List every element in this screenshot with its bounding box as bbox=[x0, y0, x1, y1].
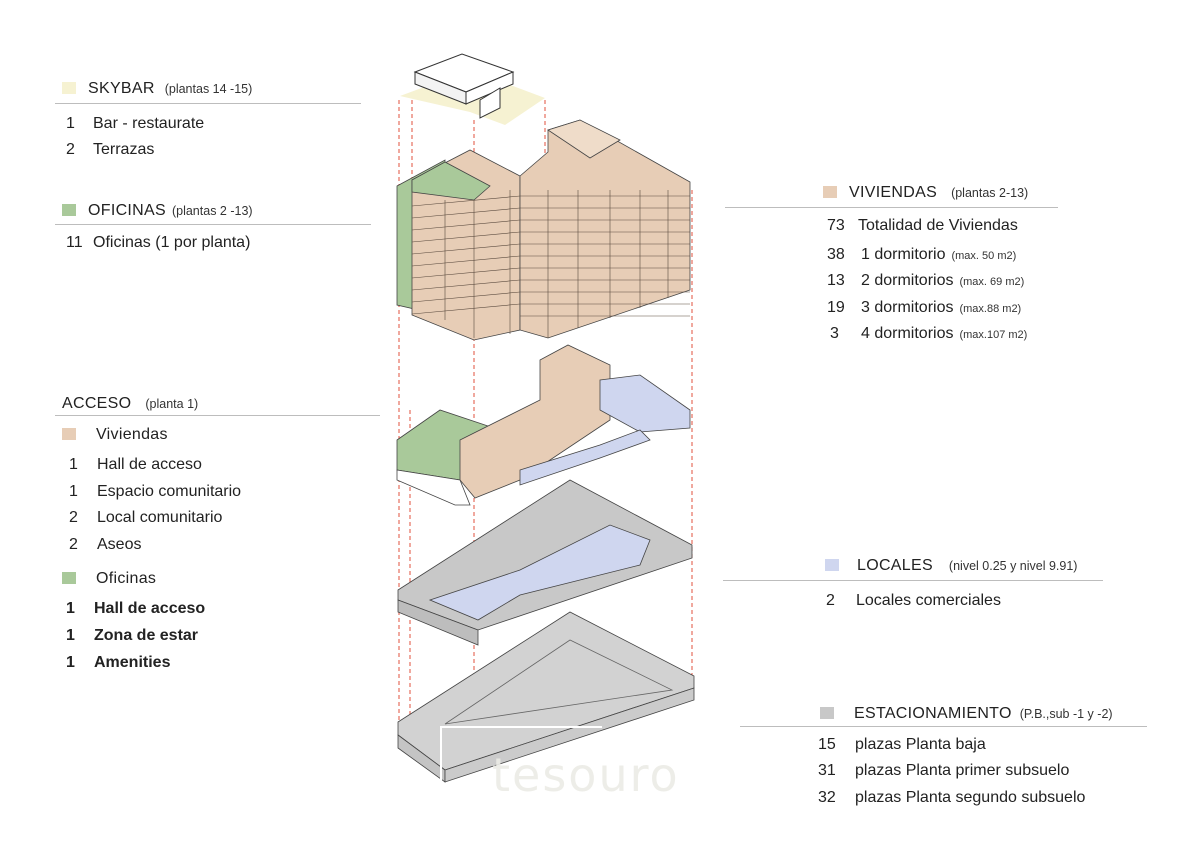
locales-subtitle: (nivel 0.25 y nivel 9.91) bbox=[948, 559, 1078, 573]
viviendas-title: VIVIENDAS bbox=[849, 184, 938, 201]
acceso-divider bbox=[55, 415, 380, 416]
subsuelo-block bbox=[397, 611, 695, 783]
exploded-axonometric-diagram bbox=[396, 53, 695, 783]
viviendas-item: 73 Totalidad de Viviendas bbox=[827, 217, 1018, 234]
locales-item: 2 Locales comerciales bbox=[826, 592, 1001, 609]
locales-swatch bbox=[825, 559, 839, 571]
watermark-frame bbox=[440, 726, 602, 788]
viviendas-swatch bbox=[62, 428, 76, 440]
acceso-subtitle: (planta 1) bbox=[145, 397, 199, 411]
oficinas-swatch bbox=[62, 204, 76, 216]
oficinas-divider bbox=[55, 224, 371, 225]
viviendas-divider bbox=[725, 207, 1058, 208]
acceso-viviendas-item: 2 Aseos bbox=[69, 536, 142, 553]
viviendas-item: 3 4 dormitorios (max.107 m2) bbox=[830, 325, 1028, 342]
skybar-item: 1 Bar - restaurate bbox=[66, 115, 205, 132]
planta-baja-block bbox=[397, 479, 693, 646]
acceso-oficinas-item: 1 Amenities bbox=[66, 654, 171, 671]
watermark: tesouro bbox=[492, 748, 680, 802]
acceso-header: ACCESO (planta 1) bbox=[62, 395, 198, 413]
oficinas-header: OFICINAS (plantas 2 -13) bbox=[62, 202, 253, 220]
skybar-block bbox=[400, 53, 545, 125]
oficinas-swatch bbox=[62, 572, 76, 584]
oficinas-subtitle: (plantas 2 -13) bbox=[171, 204, 253, 218]
skybar-divider bbox=[55, 103, 361, 104]
viviendas-swatch bbox=[823, 186, 837, 198]
acceso-oficinas-item: 1 Hall de acceso bbox=[66, 600, 206, 617]
viviendas-header: VIVIENDAS (plantas 2-13) bbox=[823, 184, 1028, 202]
oficinas-item: 11 Oficinas (1 por planta) bbox=[66, 234, 251, 251]
acceso-viviendas-item: 2 Local comunitario bbox=[69, 509, 223, 526]
estacionamiento-subtitle: (P.B.,sub -1 y -2) bbox=[1019, 707, 1113, 721]
estacionamiento-divider bbox=[740, 726, 1147, 727]
locales-header: LOCALES (nivel 0.25 y nivel 9.91) bbox=[825, 557, 1077, 575]
acceso-block bbox=[396, 344, 691, 506]
estacionamiento-header: ESTACIONAMIENTO (P.B.,sub -1 y -2) bbox=[820, 705, 1113, 723]
acceso-viviendas-item: 1 Espacio comunitario bbox=[69, 483, 242, 500]
estacionamiento-item: 31 plazas Planta primer subsuelo bbox=[818, 762, 1070, 779]
oficinas-title: OFICINAS bbox=[88, 202, 166, 219]
viviendas-item: 13 2 dormitorios (max. 69 m2) bbox=[827, 272, 1025, 289]
locales-divider bbox=[723, 580, 1103, 581]
estacionamiento-swatch bbox=[820, 707, 834, 719]
skybar-header: SKYBAR (plantas 14 -15) bbox=[62, 80, 252, 98]
estacionamiento-item: 32 plazas Planta segundo subsuelo bbox=[818, 789, 1086, 806]
tower-block bbox=[396, 119, 691, 341]
skybar-swatch bbox=[62, 82, 76, 94]
skybar-title: SKYBAR bbox=[88, 80, 155, 97]
acceso-oficinas-label: Oficinas bbox=[96, 570, 157, 587]
estacionamiento-title: ESTACIONAMIENTO bbox=[854, 705, 1012, 722]
estacionamiento-item: 15 plazas Planta baja bbox=[818, 736, 986, 753]
skybar-item: 2 Terrazas bbox=[66, 141, 155, 158]
acceso-oficinas-item: 1 Zona de estar bbox=[66, 627, 199, 644]
acceso-viviendas-item: 1 Hall de acceso bbox=[69, 456, 202, 473]
viviendas-subtitle: (plantas 2-13) bbox=[951, 186, 1029, 200]
acceso-viviendas-header: Viviendas bbox=[62, 426, 168, 444]
locales-title: LOCALES bbox=[857, 557, 933, 574]
viviendas-item: 38 1 dormitorio (max. 50 m2) bbox=[827, 246, 1017, 263]
tower-floor-lines bbox=[411, 190, 690, 338]
skybar-subtitle: (plantas 14 -15) bbox=[164, 82, 253, 96]
acceso-oficinas-header: Oficinas bbox=[62, 570, 156, 588]
acceso-title: ACCESO bbox=[62, 395, 132, 412]
viviendas-item: 19 3 dormitorios (max.88 m2) bbox=[827, 299, 1022, 316]
acceso-viviendas-label: Viviendas bbox=[96, 426, 168, 443]
